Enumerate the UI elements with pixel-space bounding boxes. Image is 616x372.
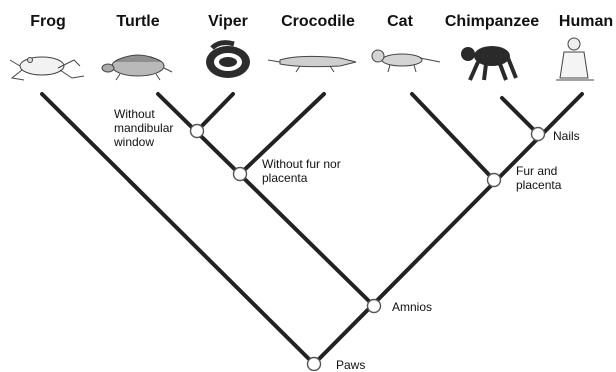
- cat-icon: [372, 50, 440, 72]
- chimpanzee-icon: [461, 46, 516, 80]
- label-without-fur: Without fur nor placenta: [262, 157, 348, 185]
- human-icon: [556, 38, 594, 80]
- node-amnios: [368, 300, 381, 313]
- node-without-mandibular-window: [191, 125, 204, 138]
- node-fur-placenta: [488, 174, 501, 187]
- crocodile-icon: [268, 56, 356, 72]
- node-without-fur: [234, 168, 247, 181]
- node-nails: [532, 128, 545, 141]
- turtle-icon: [102, 55, 172, 80]
- frog-icon: [10, 57, 84, 80]
- label-nails: Nails: [553, 129, 603, 143]
- node-paws: [308, 358, 321, 371]
- label-amnios: Amnios: [392, 300, 462, 314]
- label-without-mandibular-window: Without mandibular window: [114, 107, 192, 149]
- label-paws: Paws: [336, 358, 396, 372]
- label-fur-placenta: Fur and placenta: [516, 164, 582, 192]
- viper-icon: [206, 43, 250, 78]
